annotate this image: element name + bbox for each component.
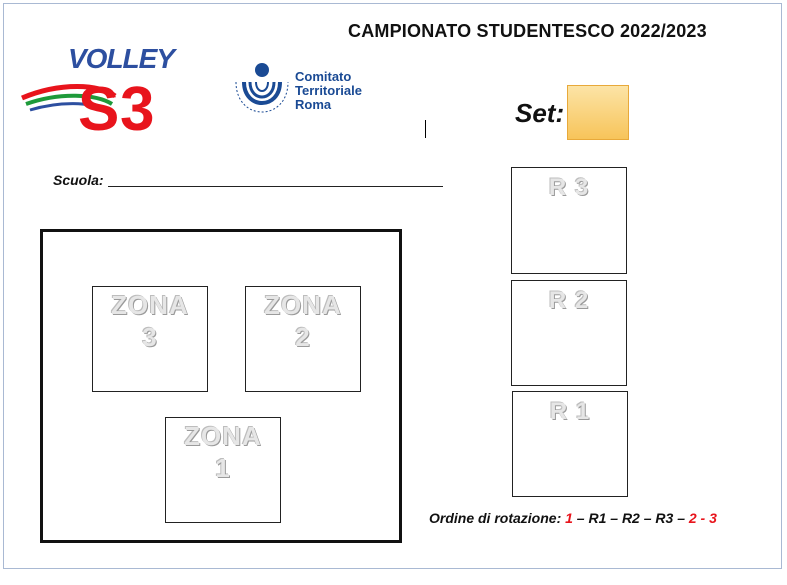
zone-3-label: ZONA	[111, 290, 189, 320]
rotation-third: 3	[709, 510, 717, 526]
fipav-line2: Territoriale	[295, 83, 362, 98]
svg-text:VOLLEY: VOLLEY	[68, 43, 177, 74]
zone-2-number: 2	[295, 322, 311, 352]
volley-s3-logo-graphic: VOLLEY S 3	[21, 43, 178, 144]
fipav-name: Comitato Territoriale Roma	[295, 70, 362, 112]
rotation-prefix: Ordine di rotazione:	[429, 510, 566, 526]
zone-3-box[interactable]: ZONA 3	[92, 286, 208, 392]
court	[40, 229, 402, 543]
rotation-middle: – R1 – R2 – R3 –	[572, 510, 689, 526]
school-label: Scuola:	[53, 172, 104, 188]
reserve-r1-label: R 1	[549, 398, 591, 425]
zone-1-box[interactable]: ZONA 1	[165, 417, 281, 523]
zone-1-label: ZONA	[184, 421, 262, 451]
svg-text:3: 3	[120, 75, 154, 135]
reserve-r2-box[interactable]: R 2	[511, 280, 627, 386]
zone-2-label: ZONA	[264, 290, 342, 320]
reserve-r1-box[interactable]: R 1	[512, 391, 628, 497]
reserve-r3-box[interactable]: R 3	[511, 167, 627, 274]
zone-3-number: 3	[142, 322, 158, 352]
volley-s3-logo: VOLLEY S 3	[20, 40, 180, 144]
fipav-line1: Comitato	[295, 69, 352, 84]
page-frame	[3, 3, 782, 569]
fipav-seal-icon	[235, 63, 289, 113]
svg-text:S: S	[78, 75, 119, 135]
reserve-r3-label: R 3	[548, 174, 590, 201]
page-title: CAMPIONATO STUDENTESCO 2022/2023	[348, 21, 707, 41]
reserve-r2-label: R 2	[548, 287, 590, 314]
set-label: Set:	[515, 98, 565, 128]
fipav-line3: Roma	[295, 97, 332, 112]
school-input-line[interactable]	[108, 186, 443, 187]
set-input-box[interactable]	[567, 85, 629, 140]
text-cursor	[425, 120, 426, 138]
rotation-order: Ordine di rotazione: 1 – R1 – R2 – R3 – …	[429, 510, 717, 526]
zone-2-box[interactable]: ZONA 2	[245, 286, 361, 392]
rotation-second: 2	[688, 510, 697, 526]
rotation-separator: -	[696, 510, 710, 526]
zone-1-number: 1	[215, 453, 231, 483]
rotation-first: 1	[565, 510, 573, 526]
fipav-logo: Comitato Territoriale Roma	[232, 60, 382, 125]
